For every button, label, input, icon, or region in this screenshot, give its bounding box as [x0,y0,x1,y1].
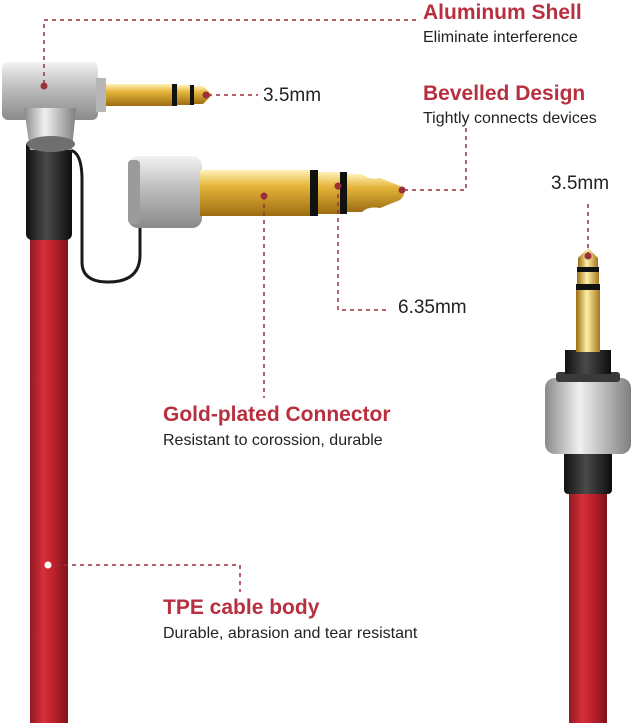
aluminum-shell-title: Aluminum Shell [423,1,582,24]
bevelled-design-desc: Tightly connects devices [423,110,597,127]
right-angle-plug-dimension: 3.5mm [263,85,322,106]
right-strain-relief [564,448,612,494]
right-plug-sleeve [576,290,600,352]
right-aluminum-shell [545,378,631,454]
dot-right-angle-plug [202,91,210,99]
leader-aluminum-shell [43,19,420,84]
adapter-gold-sleeve [200,170,310,216]
left-cable-body [30,236,68,723]
adapter-silver-body [128,156,202,228]
adapter-gold-ring [318,172,340,214]
gold-plated-title: Gold-plated Connector [163,403,391,426]
dot-aluminum-shell [40,82,48,90]
right-plug-collar-ring [556,372,620,382]
right-plug-insulator-2 [577,267,599,272]
adapter-insulator-2 [340,172,347,214]
dot-gold-sleeve [260,192,268,200]
right-angle-plug-ring-1 [172,84,177,106]
dot-bevelled-tip [398,186,406,194]
aluminum-shell-desc: Eliminate interference [423,29,578,46]
right-cable-body [569,488,607,723]
left-strain-relief [26,140,72,240]
leader-bevelled-design [404,126,467,191]
leader-lines [43,19,589,592]
right-angle-plug-collar [96,78,106,112]
right-plug-insulator-1 [576,284,600,290]
adapter-plug-dimension: 6.35mm [398,297,467,318]
dot-adapter-ring [334,182,342,190]
adapter-tip [347,174,404,212]
leader-dots [40,82,592,569]
tpe-cable-title: TPE cable body [163,596,320,619]
leader-adapter-dim [337,186,390,311]
right-angle-plug-ring-2 [190,85,194,105]
dot-straight-plug-tip [584,252,592,260]
tpe-cable-desc: Durable, abrasion and tear resistant [163,625,418,642]
aluminum-shell-top [2,62,98,120]
right-plug-base [565,350,611,374]
aluminum-shell-ring [27,136,75,152]
adapter-silver-rim [128,160,140,224]
right-angle-plug-sleeve [106,84,172,106]
bevelled-design-title: Bevelled Design [423,82,586,105]
dot-tpe-cable [44,561,52,569]
gold-plated-desc: Resistant to corossion, durable [163,432,383,449]
leader-tpe-cable [48,564,241,592]
adapter-insulator-1 [310,170,318,216]
straight-plug-dimension: 3.5mm [551,173,610,194]
right-angle-plug-ring-section [177,85,190,105]
tether-wire [67,148,142,284]
right-plug-ring [577,272,599,284]
